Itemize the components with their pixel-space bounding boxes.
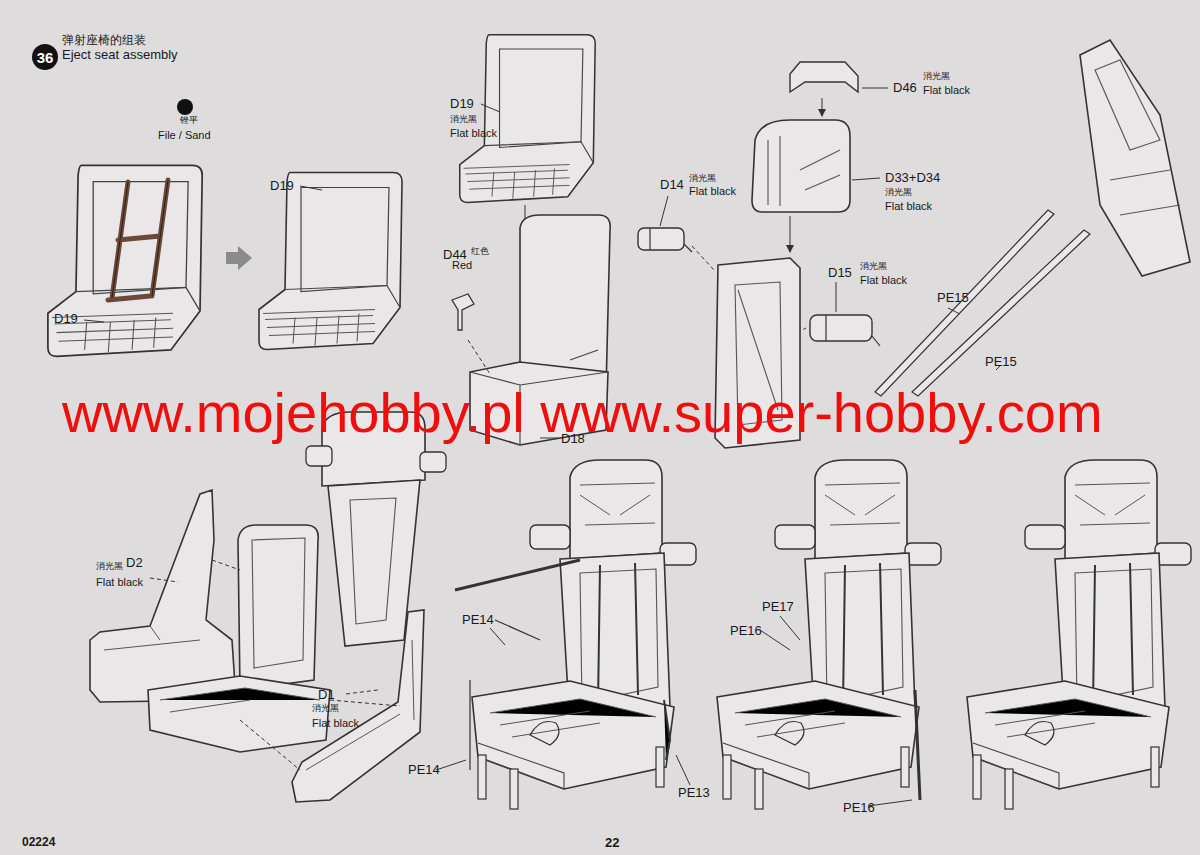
- watermark: www.mojehobby.pl www.super-hobby.com: [62, 382, 1103, 444]
- note-cn: 锉平: [180, 116, 198, 126]
- paint-note: Flat black: [96, 576, 143, 588]
- paint-note-cn: 消光黑: [450, 115, 477, 125]
- paint-note: Flat black: [450, 127, 497, 139]
- paint-note-cn: 消光黑: [312, 704, 339, 714]
- paint-note: Red: [452, 259, 472, 271]
- part-number: PE16: [730, 624, 762, 638]
- step-number: 36: [37, 49, 54, 66]
- part-number: D19: [270, 179, 294, 193]
- note: File / Sand: [158, 129, 211, 141]
- part-number: D46: [893, 81, 917, 95]
- paint-note-cn: 消光黑: [860, 262, 887, 272]
- part-number: PE15: [985, 355, 1017, 369]
- paint-note: Flat black: [312, 717, 359, 729]
- part-number: PE14: [462, 613, 494, 627]
- part-number: PE13: [678, 786, 710, 800]
- paint-note: Flat black: [885, 200, 932, 212]
- part-number: D19: [450, 97, 474, 111]
- catalog-number: 02224: [22, 836, 55, 849]
- paint-note-cn: 红色: [471, 247, 489, 257]
- paint-note-cn: 消光黑: [885, 188, 912, 198]
- page-number: 22: [605, 836, 619, 850]
- step-title-en: Eject seat assembly: [62, 48, 178, 62]
- paint-note-cn: 消光黑: [923, 72, 950, 82]
- paint-note-cn: 消光黑: [96, 562, 123, 572]
- part-number: PE16: [843, 801, 875, 815]
- paint-note-cn: 消光黑: [689, 174, 716, 184]
- part-number: PE17: [762, 600, 794, 614]
- part-number: D19: [54, 312, 78, 326]
- paint-note: Flat black: [689, 185, 736, 197]
- paint-note: Flat black: [923, 84, 970, 96]
- part-number: PE14: [408, 763, 440, 777]
- part-number: D14: [660, 178, 684, 192]
- part-number: D1: [318, 688, 335, 702]
- part-number: D33+D34: [885, 171, 940, 185]
- paint-note: Flat black: [860, 274, 907, 286]
- step-number-circle: 36: [32, 44, 58, 70]
- step-title: 弹射座椅的组装: [62, 34, 146, 47]
- part-number: PE15: [937, 291, 969, 305]
- part-number: D15: [828, 266, 852, 280]
- part-number: D2: [126, 556, 143, 570]
